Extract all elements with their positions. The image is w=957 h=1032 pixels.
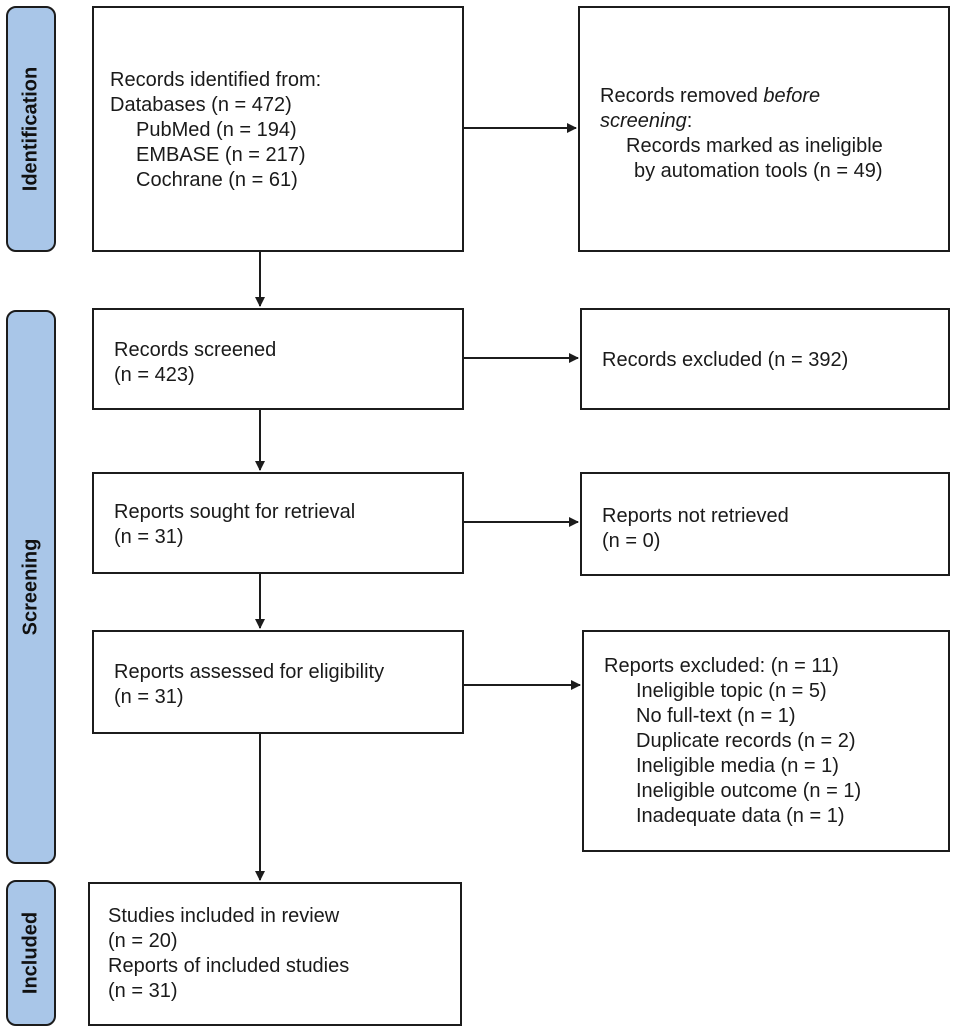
exclusion-reason: Ineligible outcome (n = 1) [636,780,862,802]
studies-included-count: (n = 20) [108,930,178,952]
records-screened-count: (n = 423) [114,364,195,386]
exclusion-reason: Ineligible topic (n = 5) [636,680,827,702]
reports-assessed-box: Reports assessed for eligibility (n = 31… [92,630,464,734]
exclusion-reason: Duplicate records (n = 2) [636,730,856,752]
phase-identification: Identification [6,6,56,252]
records-screened-box: Records screened (n = 423) [92,308,464,410]
records-excluded-label: Records excluded (n = 392) [602,349,849,371]
phase-screening: Screening [6,310,56,864]
reports-excluded-label: Reports excluded: (n = 11) [604,655,839,677]
studies-included-label: Studies included in review [108,905,340,927]
databases-count: Databases (n = 472) [110,94,292,116]
phase-included: Included [6,880,56,1026]
cochrane-count: Cochrane (n = 61) [136,169,298,191]
automation-tools-count: by automation tools (n = 49) [634,160,883,182]
records-removed-box: Records removed before screening: Record… [578,6,950,252]
studies-included-box: Studies included in review (n = 20) Repo… [88,882,462,1026]
reports-sought-label: Reports sought for retrieval [114,501,356,523]
records-identified-line: Records identified from: [110,69,322,91]
reports-sought-box: Reports sought for retrieval (n = 31) [92,472,464,574]
exclusion-reason: No full-text (n = 1) [636,705,796,727]
reports-included-count: (n = 31) [108,980,178,1002]
embase-count: EMBASE (n = 217) [136,144,306,166]
reports-not-retrieved-label: Reports not retrieved [602,505,789,527]
reports-assessed-count: (n = 31) [114,686,184,708]
records-removed-heading: Records removed before [600,85,821,107]
ineligible-automation-line: Records marked as ineligible [626,135,883,157]
records-screened-label: Records screened [114,339,277,361]
reports-not-retrieved-box: Reports not retrieved (n = 0) [580,472,950,576]
reports-assessed-label: Reports assessed for eligibility [114,661,385,683]
exclusion-reason: Inadequate data (n = 1) [636,805,845,827]
exclusion-reason: Ineligible media (n = 1) [636,755,839,777]
reports-excluded-box: Reports excluded: (n = 11) Ineligible to… [582,630,950,852]
records-excluded-box: Records excluded (n = 392) [580,308,950,410]
pubmed-count: PubMed (n = 194) [136,119,297,141]
records-removed-heading-2: screening: [600,110,693,132]
reports-included-label: Reports of included studies [108,955,350,977]
reports-not-retrieved-count: (n = 0) [602,530,661,552]
records-identified-box: Records identified from: Databases (n = … [92,6,464,252]
reports-sought-count: (n = 31) [114,526,184,548]
